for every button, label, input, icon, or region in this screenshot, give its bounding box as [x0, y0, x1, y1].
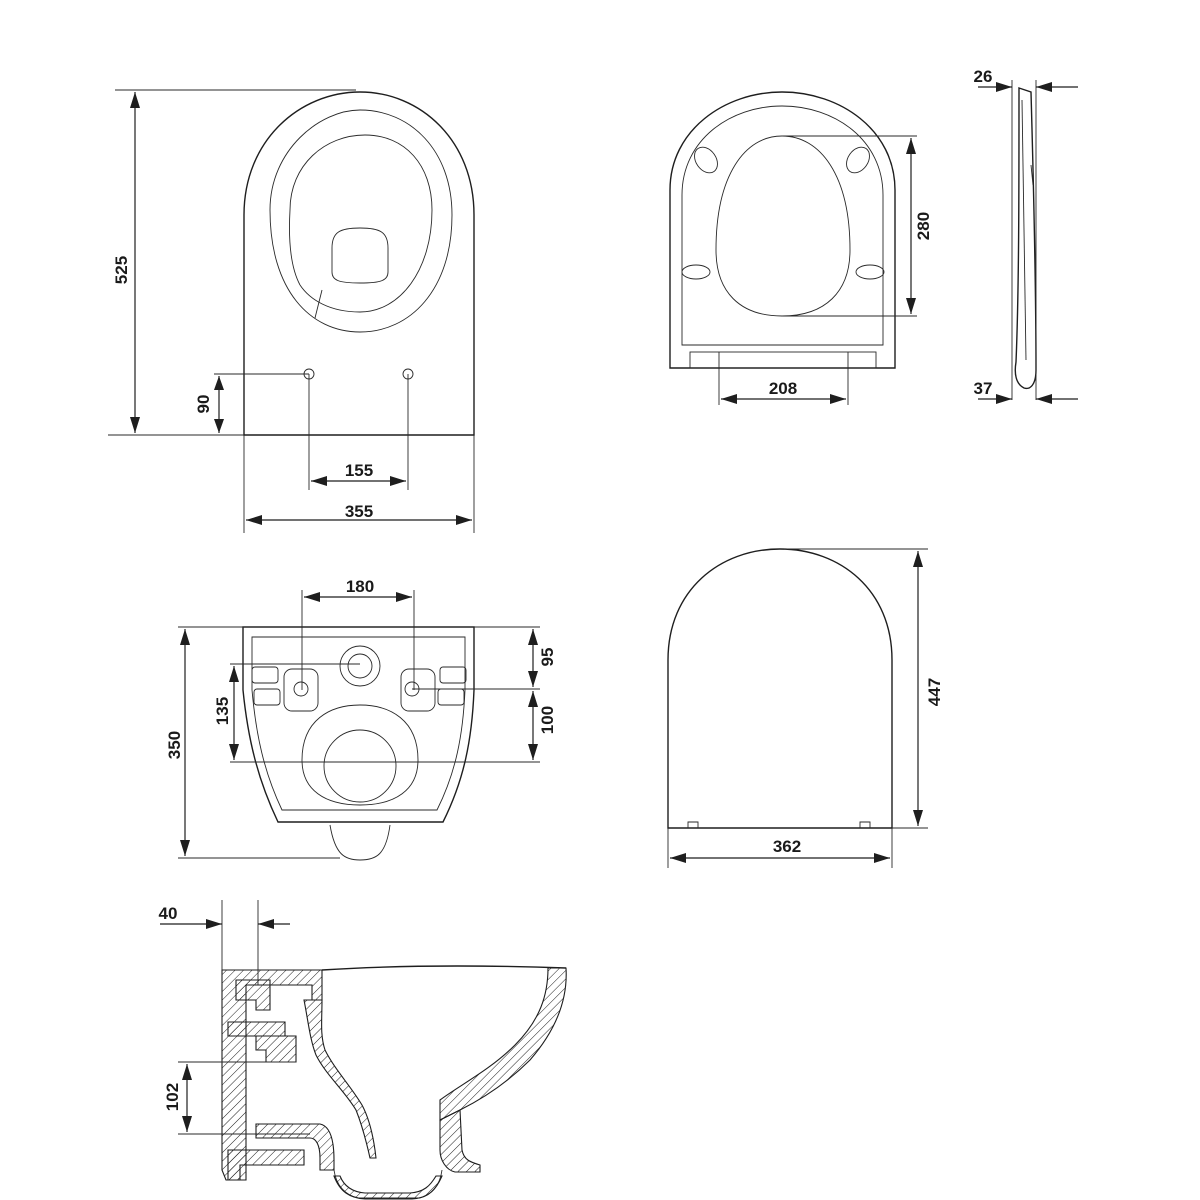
dim-label-135: 135 — [213, 697, 232, 725]
dim-280: 280 — [906, 138, 933, 314]
lid-top-view — [667, 548, 928, 868]
dim-135: 135 — [213, 666, 239, 760]
dim-label-26: 26 — [974, 67, 993, 86]
dim-525: 525 — [108, 89, 356, 436]
seat-top-view — [669, 91, 917, 405]
dim-100: 100 — [528, 691, 557, 760]
dim-362: 362 — [670, 837, 890, 863]
bowl-top-view — [214, 91, 475, 490]
dim-180: 180 — [304, 577, 412, 602]
bowl-cross-section — [178, 900, 567, 1200]
dim-350: 350 — [165, 629, 190, 856]
dim-label-208: 208 — [769, 379, 797, 398]
dim-155: 155 — [311, 461, 406, 486]
dim-label-362: 362 — [773, 837, 801, 856]
dim-label-155: 155 — [345, 461, 373, 480]
dim-label-102: 102 — [163, 1083, 182, 1111]
dim-label-37: 37 — [974, 379, 993, 398]
dim-447: 447 — [913, 551, 944, 826]
dim-40: 40 — [159, 904, 290, 929]
dim-label-350: 350 — [165, 731, 184, 759]
dim-label-280: 280 — [914, 212, 933, 240]
dim-label-447: 447 — [925, 678, 944, 706]
bowl-back-view — [178, 590, 540, 861]
dim-208: 208 — [721, 379, 846, 404]
dim-label-100: 100 — [538, 706, 557, 734]
dim-label-525: 525 — [112, 256, 131, 284]
dim-label-95: 95 — [538, 648, 557, 667]
dim-355: 355 — [243, 435, 475, 533]
dim-95: 95 — [528, 629, 557, 687]
seat-side-profile: 26 37 — [974, 67, 1078, 404]
dim-label-355: 355 — [345, 502, 373, 521]
dim-102: 102 — [163, 1064, 192, 1132]
dim-label-180: 180 — [346, 577, 374, 596]
dim-90: 90 — [194, 376, 224, 433]
dim-label-90: 90 — [194, 395, 213, 414]
dim-label-40: 40 — [159, 904, 178, 923]
